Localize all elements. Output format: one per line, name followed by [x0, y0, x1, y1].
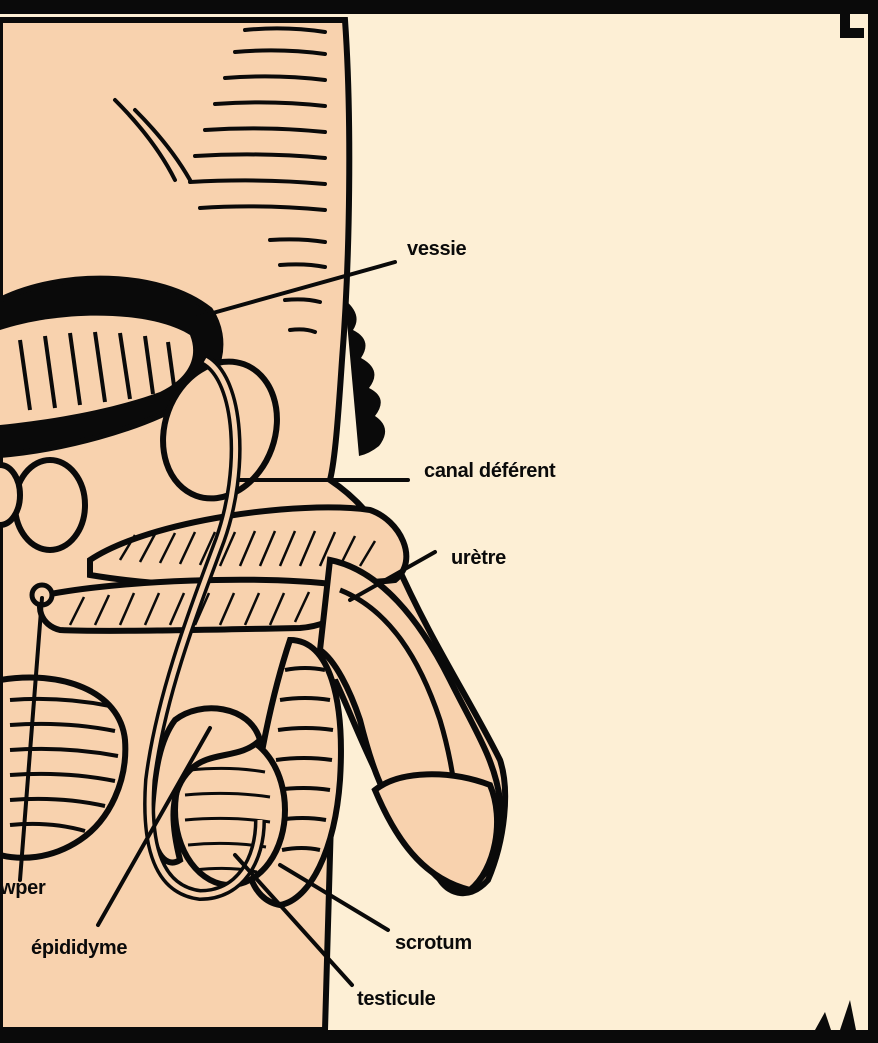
label-testicule: testicule	[357, 988, 435, 1011]
label-cowper: wper	[0, 877, 45, 900]
label-canal-deferent: canal déférent	[424, 460, 555, 483]
label-vessie: vessie	[407, 238, 466, 261]
prostate-lobe-left	[0, 465, 20, 525]
label-scrotum: scrotum	[395, 932, 472, 955]
label-epididyme: épididyme	[31, 937, 127, 960]
label-uretre: urètre	[451, 547, 506, 570]
prostate-lobe	[15, 460, 85, 550]
